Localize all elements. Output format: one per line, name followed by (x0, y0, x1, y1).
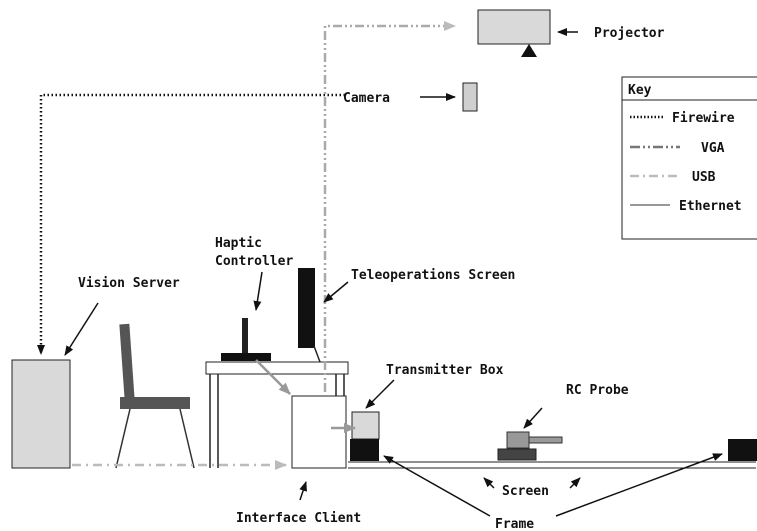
vision-server-label: Vision Server (78, 276, 180, 291)
chair (115, 323, 195, 469)
key-box (621, 76, 757, 240)
haptic-controller (221, 318, 271, 361)
haptic-controller-label-line2: Controller (215, 254, 293, 269)
screen-pointer-left (483, 477, 495, 489)
rc-probe-label: RC Probe (566, 383, 629, 398)
teleoperations-pointer (323, 281, 349, 303)
rc-probe (497, 431, 563, 461)
key-firewire-label: Firewire (672, 111, 735, 126)
transmitter-pointer (365, 379, 395, 409)
key-title: Key (628, 83, 652, 98)
vga-connection (323, 21, 456, 392)
rc-probe-pointer (523, 407, 543, 429)
haptic-to-client-connection (255, 359, 291, 395)
projector-lens (521, 44, 537, 57)
camera-device (462, 82, 478, 112)
haptic-controller-label-line1: Haptic (215, 236, 262, 251)
haptic-pointer (253, 271, 263, 311)
interface-client-pointer (299, 481, 307, 501)
desk (205, 361, 349, 468)
interface-client-box (291, 395, 347, 469)
firewire-connection (37, 93, 345, 355)
interface-client-label: Interface Client (236, 511, 361, 526)
key-vga-label: VGA (701, 141, 725, 156)
transmitter-box-label: Transmitter Box (386, 363, 504, 378)
projector-body (477, 9, 551, 45)
teleoperations-screen-label: Teleoperations Screen (351, 268, 515, 283)
key-legend: Key Firewire VGA USB Ethernet (621, 76, 757, 240)
key-usb-label: USB (692, 170, 716, 185)
frame-block-right (728, 439, 757, 461)
screen-label: Screen (502, 484, 549, 499)
screen-pointer-right (569, 477, 581, 489)
teleoperations-screen (298, 268, 321, 363)
vision-server-pointer (64, 302, 99, 356)
frame-label: Frame (495, 517, 534, 531)
projector-label: Projector (594, 26, 665, 41)
floor-screen (348, 461, 756, 469)
frame-pointer-right (555, 453, 723, 517)
camera-label: Camera (343, 91, 390, 106)
transmitter-box (350, 411, 380, 461)
vision-server-box (11, 359, 71, 469)
frame-pointer-left (383, 455, 491, 517)
key-ethernet-label: Ethernet (679, 199, 742, 214)
